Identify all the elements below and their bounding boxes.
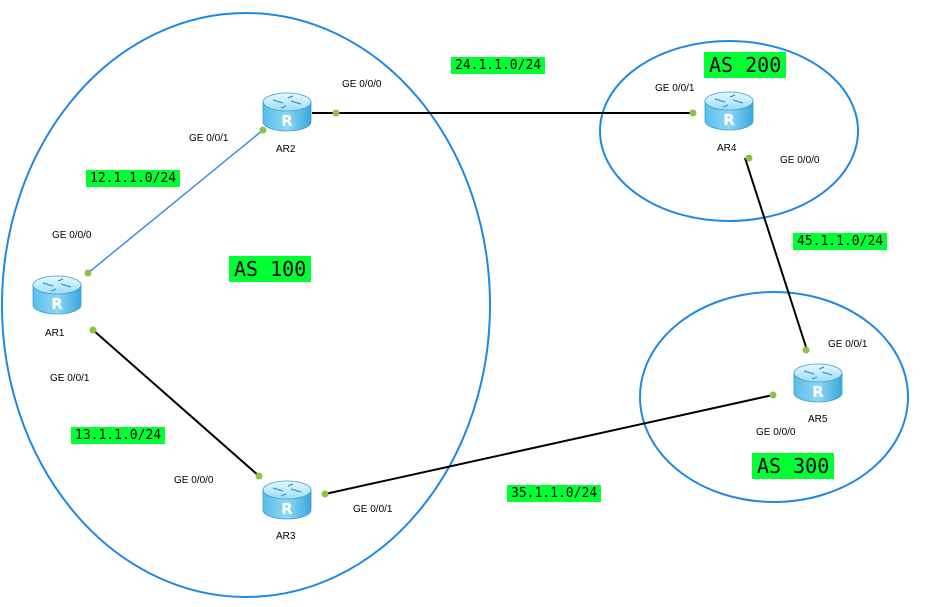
router-glyph: R xyxy=(812,383,824,401)
port-label-ar5-ge000: GE 0/0/0 xyxy=(756,427,796,438)
router-glyph: R xyxy=(281,500,293,518)
port-label-ar4-ge001: GE 0/0/1 xyxy=(655,83,695,94)
port-dot-ar2-ge000 xyxy=(332,109,340,117)
port-dot-ar4-ge000 xyxy=(745,154,753,162)
port-label-ar2-ge000: GE 0/0/0 xyxy=(342,79,382,90)
link-ar3-ar5 xyxy=(324,394,774,495)
as-100-boundary xyxy=(1,12,491,598)
port-label-ar1-ge001: GE 0/0/1 xyxy=(50,373,90,384)
port-dot-ar4-ge001 xyxy=(689,109,697,117)
as-200-boundary xyxy=(599,40,859,222)
link-ar4-ar5 xyxy=(744,157,808,351)
router-ar5-label: AR5 xyxy=(808,414,828,425)
port-dot-ar5-ge001 xyxy=(802,346,810,354)
port-label-ar3-ge001: GE 0/0/1 xyxy=(353,504,393,515)
port-dot-ar3-ge000 xyxy=(255,472,263,480)
as-300-label: AS 300 xyxy=(752,453,835,479)
router-glyph: R xyxy=(281,112,293,130)
router-glyph: R xyxy=(723,111,735,129)
router-ar3-icon[interactable]: R xyxy=(262,480,312,520)
port-dot-ar1-ge000 xyxy=(84,269,92,277)
router-glyph: R xyxy=(51,295,63,313)
as-200-label: AS 200 xyxy=(704,52,787,78)
router-ar1-icon[interactable]: R xyxy=(32,275,82,315)
link-ar1-ar3 xyxy=(92,329,260,477)
network-35-label: 35.1.1.0/24 xyxy=(507,485,602,502)
as-300-boundary xyxy=(639,291,909,503)
port-dot-ar5-ge000 xyxy=(769,391,777,399)
port-label-ar5-ge001: GE 0/0/1 xyxy=(828,339,868,350)
port-dot-ar2-ge001 xyxy=(259,126,267,134)
router-ar2-label: AR2 xyxy=(276,144,296,155)
router-ar3-label: AR3 xyxy=(276,531,296,542)
port-dot-ar1-ge001 xyxy=(89,326,97,334)
port-label-ar3-ge000: GE 0/0/0 xyxy=(174,475,214,486)
network-45-label: 45.1.1.0/24 xyxy=(793,233,888,250)
link-ar1-ar2 xyxy=(87,129,264,274)
router-ar2-icon[interactable]: R xyxy=(262,92,312,132)
port-label-ar4-ge000: GE 0/0/0 xyxy=(780,155,820,166)
network-24-label: 24.1.1.0/24 xyxy=(451,57,546,74)
router-ar4-label: AR4 xyxy=(717,143,737,154)
router-ar4-icon[interactable]: R xyxy=(704,91,754,131)
router-ar5-icon[interactable]: R xyxy=(793,363,843,403)
network-13-label: 13.1.1.0/24 xyxy=(71,427,166,444)
as-100-label: AS 100 xyxy=(229,256,312,282)
port-dot-ar3-ge001 xyxy=(321,490,329,498)
router-ar1-label: AR1 xyxy=(45,328,65,339)
port-label-ar1-ge000: GE 0/0/0 xyxy=(52,230,92,241)
network-12-label: 12.1.1.0/24 xyxy=(86,170,181,187)
port-label-ar2-ge001: GE 0/0/1 xyxy=(189,133,229,144)
